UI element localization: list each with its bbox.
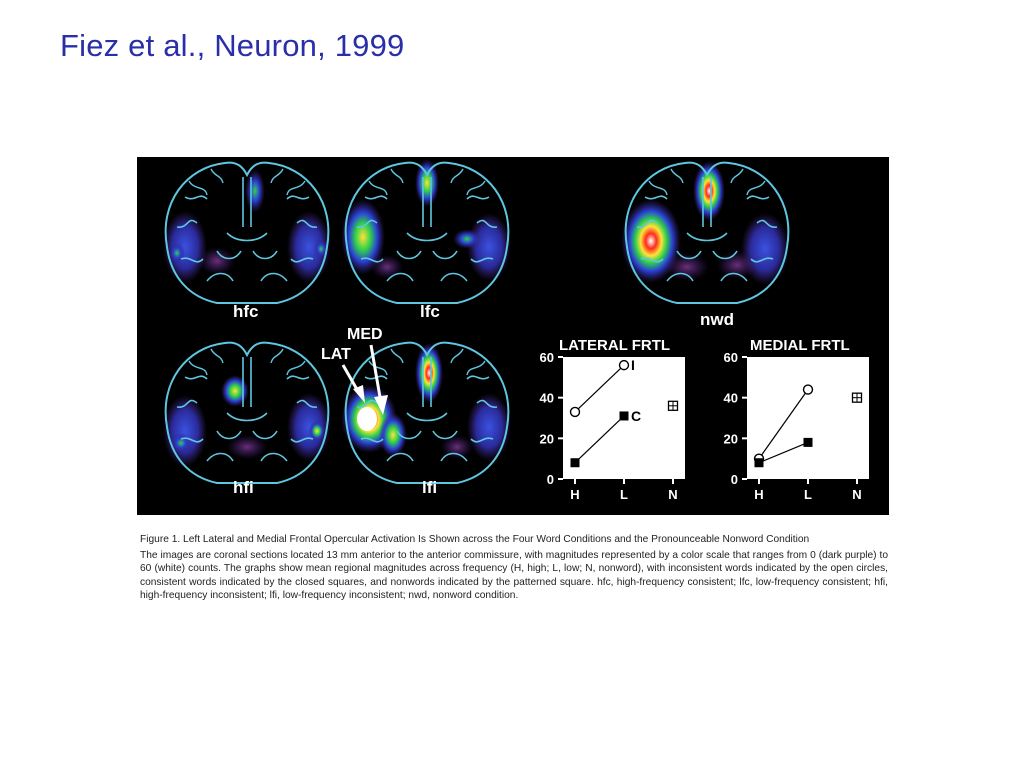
chart-medial-frtl: MEDIAL FRTL 0 20 40 60 H L N [724, 337, 869, 502]
brain-section-hfi [163, 341, 331, 484]
label-med: MED [347, 326, 383, 343]
figure-panel: hfc lfc nwd [137, 157, 889, 515]
y-tick-label: 60 [540, 350, 554, 365]
point-open-circle [569, 406, 581, 418]
series-label: I [631, 357, 635, 373]
point-closed-square [619, 411, 629, 421]
x-tick-label: L [620, 487, 628, 502]
point-open-circle [802, 384, 814, 395]
y-tick-label: 0 [731, 472, 738, 487]
brain-section-lfi [341, 341, 511, 484]
chart-lateral-title: LATERAL FRTL [559, 337, 670, 354]
label-lfc: lfc [420, 302, 440, 321]
caption-heading: Figure 1. Left Lateral and Medial Fronta… [140, 533, 888, 546]
brain-section-nwd [621, 161, 790, 304]
series-line [758, 389, 809, 460]
series-line [574, 364, 625, 413]
y-tick-label: 40 [540, 391, 554, 406]
label-hfi: hfi [233, 478, 254, 497]
figure-caption: Figure 1. Left Lateral and Medial Fronta… [140, 533, 888, 605]
label-lat: LAT [321, 346, 351, 363]
chart-lateral-marks: IC [569, 357, 679, 468]
chart-medial-marks [753, 384, 863, 468]
y-tick-label: 0 [547, 472, 554, 487]
series-line [574, 415, 625, 464]
brain-section-lfc [341, 159, 511, 304]
lat-arrow [341, 364, 365, 403]
chart-lateral-y-ticks: 0 20 40 60 [540, 350, 563, 487]
y-tick-label: 20 [724, 431, 738, 446]
chart-medial-y-ticks: 0 20 40 60 [724, 350, 747, 487]
brain-section-hfc [163, 161, 331, 304]
x-tick-label: N [852, 487, 861, 502]
point-closed-square [803, 437, 813, 447]
y-tick-label: 60 [724, 350, 738, 365]
slide-title: Fiez et al., Neuron, 1999 [60, 28, 405, 63]
point-closed-square [754, 458, 764, 468]
y-tick-label: 40 [724, 391, 738, 406]
x-tick-label: L [804, 487, 812, 502]
y-tick-label: 20 [540, 431, 554, 446]
x-tick-label: H [754, 487, 763, 502]
x-tick-label: N [668, 487, 677, 502]
label-hfc: hfc [233, 302, 259, 321]
series-line [758, 441, 809, 464]
point-open-circle [618, 359, 630, 371]
figure-svg: hfc lfc nwd [163, 159, 869, 502]
med-arrow [369, 344, 388, 415]
caption-heading-text: Left Lateral and Medial Frontal Opercula… [183, 534, 810, 545]
caption-body: The images are coronal sections located … [140, 550, 888, 601]
label-nwd: nwd [700, 310, 734, 329]
x-tick-label: H [570, 487, 579, 502]
series-label: C [631, 408, 641, 424]
point-closed-square [570, 458, 580, 468]
chart-medial-title: MEDIAL FRTL [750, 337, 850, 354]
caption-figure-label: Figure 1. [140, 534, 181, 545]
label-lfi: lfi [422, 478, 437, 497]
